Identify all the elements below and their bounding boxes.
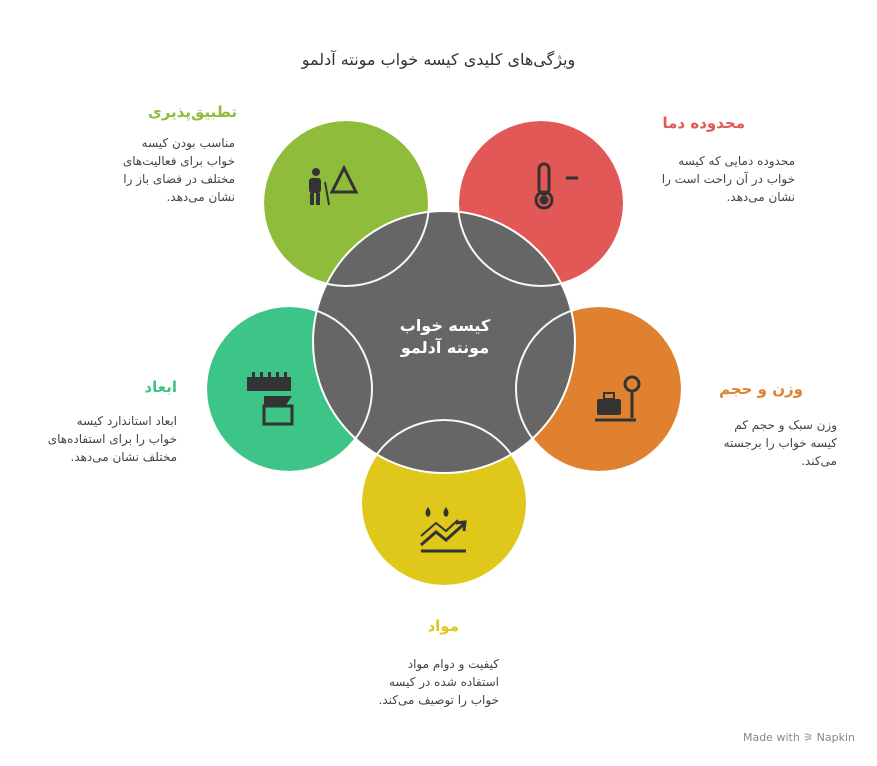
scale-icon bbox=[595, 375, 641, 422]
feature-desc-weight: وزن سبک و حجم کم کیسه خواب را برجسته می‌… bbox=[687, 416, 837, 470]
drops-trend-icon bbox=[420, 507, 467, 553]
desc-line: محدوده دمایی که کیسه bbox=[678, 154, 795, 168]
desc-line: خواب برای فعالیت‌های bbox=[122, 154, 235, 168]
center-hub bbox=[312, 210, 576, 474]
feature-title-dimensions: ابعاد bbox=[144, 378, 177, 396]
feature-desc-dimensions: ابعاد استاندارد کیسه خواب را برای استفاد… bbox=[7, 412, 177, 466]
feature-title-temperature: محدوده دما bbox=[662, 114, 745, 132]
feature-desc-temperature: محدوده دمایی که کیسه خواب در آن راحت است… bbox=[630, 152, 795, 206]
made-with-napkin-badge[interactable]: Made with ⚞ Napkin bbox=[742, 731, 855, 744]
feature-title-applicability: تطبیق‌پذیری bbox=[147, 103, 237, 121]
desc-line: خواب را توصیف می‌کند. bbox=[378, 693, 499, 707]
center-label-line1: کیسه خواب bbox=[399, 316, 491, 335]
feature-title-material: مواد bbox=[427, 617, 459, 635]
desc-line: استفاده شده در کیسه bbox=[388, 675, 499, 689]
desc-line: ابعاد استاندارد کیسه bbox=[76, 414, 177, 428]
diagram-title: ویژگی‌های کلیدی کیسه خواب مونته آدلمو bbox=[301, 50, 576, 69]
center-label: کیسه خواب مونته آدلمو bbox=[360, 315, 530, 359]
hiker-icon bbox=[309, 164, 359, 206]
desc-line: وزن سبک و حجم کم bbox=[734, 418, 837, 432]
desc-line: خواب را برای استفاده‌های bbox=[47, 432, 177, 446]
desc-line: کیفیت و دوام مواد bbox=[407, 657, 499, 671]
ruler-icon bbox=[247, 372, 294, 426]
feature-title-weight: وزن و حجم bbox=[719, 380, 803, 398]
desc-line: مختلف نشان می‌دهد. bbox=[70, 450, 177, 464]
feature-desc-applicability: مناسب بودن کیسه خواب برای فعالیت‌های مخت… bbox=[65, 134, 235, 206]
desc-line: نشان می‌دهد. bbox=[166, 190, 235, 204]
feature-desc-material: کیفیت و دوام مواد استفاده شده در کیسه خو… bbox=[339, 655, 499, 709]
desc-line: می‌کند. bbox=[801, 454, 837, 468]
thermometer-icon bbox=[534, 162, 578, 210]
desc-line: نشان می‌دهد. bbox=[726, 190, 795, 204]
center-label-line2: مونته آدلمو bbox=[400, 338, 490, 357]
desc-line: مختلف در فضای باز را bbox=[123, 172, 235, 186]
desc-line: مناسب بودن کیسه bbox=[141, 136, 235, 150]
desc-line: خواب در آن راحت است را bbox=[661, 172, 795, 186]
desc-line: کیسه خواب را برجسته bbox=[723, 436, 837, 450]
